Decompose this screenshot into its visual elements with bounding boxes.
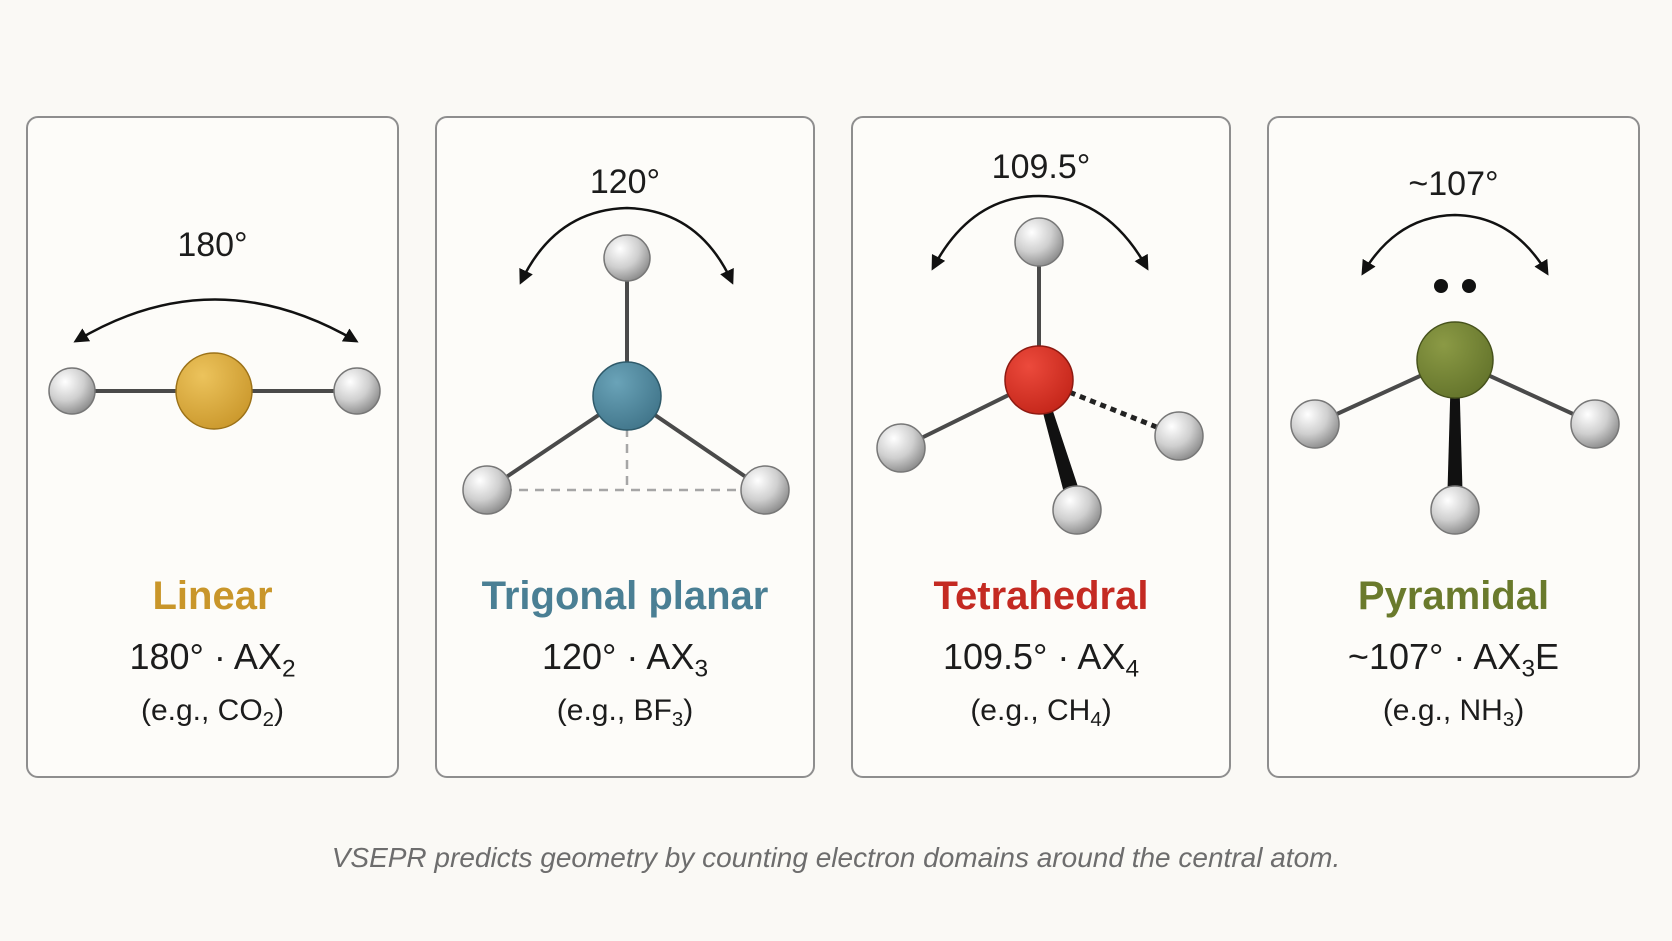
- example: (e.g., CH4): [970, 694, 1112, 732]
- card-linear: 180° Linear 180° · AX2 (e.g., CO2): [26, 116, 399, 778]
- ligand-atom: [333, 367, 381, 415]
- central-atom: [1416, 321, 1494, 399]
- lone-pair-dot: [1462, 279, 1476, 293]
- wedge-bond: [1447, 368, 1463, 508]
- ligand-atom: [1430, 485, 1480, 535]
- ligand-atom: [1570, 399, 1620, 449]
- example: (e.g., CO2): [140, 694, 285, 732]
- ligand-atom: [603, 234, 651, 282]
- example: (e.g., NH3): [1382, 694, 1525, 732]
- card-pyramidal: ~107° Pyramidal ~107° · AX3E (e.g., NH3): [1267, 116, 1640, 778]
- ligand-atom: [462, 465, 512, 515]
- ligand-atom: [1052, 485, 1102, 535]
- angle-arc: [73, 298, 359, 343]
- ligand-atom: [1154, 411, 1204, 461]
- example: (e.g., BF3): [556, 694, 694, 732]
- geometry-name: Linear: [152, 574, 273, 618]
- formula: ~107° · AX3E: [1347, 636, 1560, 683]
- card-tetrahedral: 109.5° Tetrahedral 109.5° · AX4 (e.g., C…: [851, 116, 1231, 778]
- angle-label: 180°: [177, 226, 248, 264]
- geometry-name: Pyramidal: [1357, 574, 1550, 618]
- linear-molecule-diagram: [48, 298, 381, 430]
- wedge-bond: [1036, 384, 1085, 512]
- angle-arc: [1361, 213, 1549, 276]
- geometry-name: Tetrahedral: [933, 574, 1149, 618]
- lone-pair-dot: [1434, 279, 1448, 293]
- ligand-atom: [876, 423, 926, 473]
- central-atom: [592, 361, 662, 431]
- ligand-atom: [740, 465, 790, 515]
- ligand-atom: [1290, 399, 1340, 449]
- ligand-atom: [1014, 217, 1064, 267]
- formula: 180° · AX2: [129, 636, 296, 683]
- angle-arc: [519, 206, 734, 285]
- ligand-atom: [48, 367, 96, 415]
- pyramidal-molecule-diagram: [1290, 213, 1620, 535]
- central-atom: [1004, 345, 1074, 415]
- trigonal-planar-molecule-diagram: [462, 206, 790, 515]
- angle-label: ~107°: [1408, 165, 1499, 203]
- tetrahedral-molecule-diagram: [876, 194, 1204, 535]
- central-atom: [175, 352, 253, 430]
- caption: VSEPR predicts geometry by counting elec…: [331, 842, 1341, 873]
- angle-label: 109.5°: [991, 148, 1091, 186]
- formula: 120° · AX3: [541, 636, 709, 683]
- card-trigonal-planar: 120° Trigonal planar 120° · AX3 (e.g., B…: [435, 116, 815, 778]
- geometry-name: Trigonal planar: [481, 574, 769, 618]
- angle-arc: [931, 194, 1149, 271]
- formula: 109.5° · AX4: [942, 636, 1140, 683]
- angle-label: 120°: [589, 163, 661, 201]
